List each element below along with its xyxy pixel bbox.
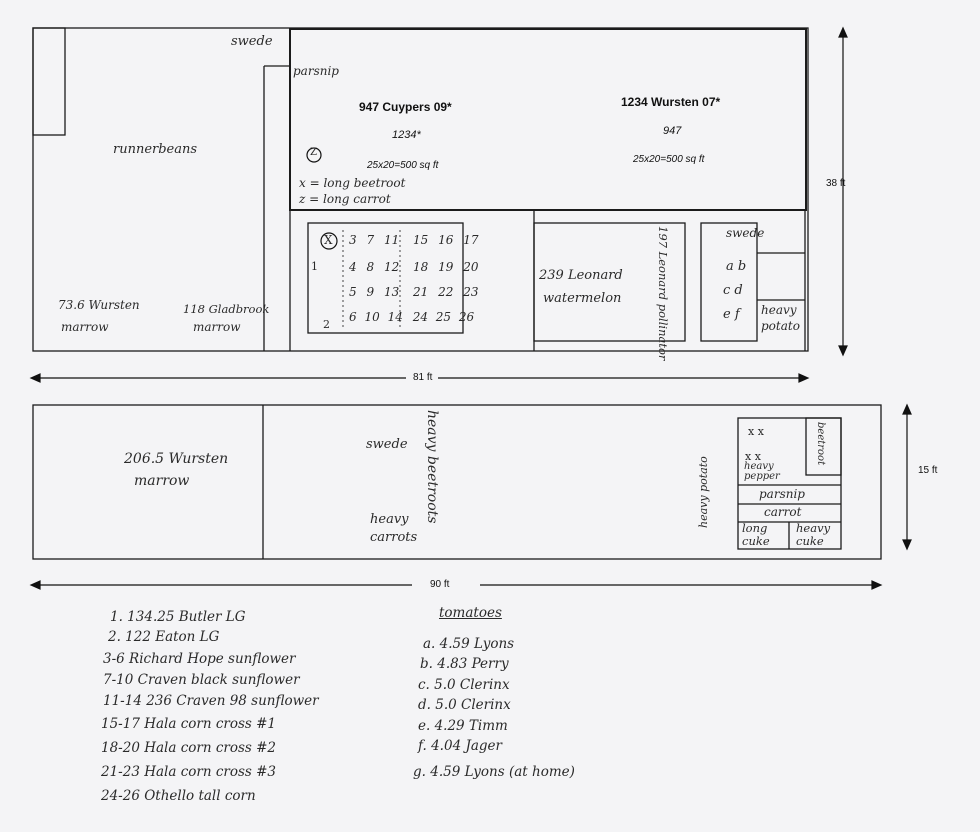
gladbrook-marrow-label: 118 Gladbrook (183, 302, 270, 316)
plot-b-sub: 947 (663, 125, 682, 137)
bottom-width-dimension: 90 ft (430, 579, 450, 590)
top-left-corner-box (32, 27, 66, 136)
legend-item: 7-10 Craven black sunflower (103, 672, 300, 688)
heavy-pepper-label: heavy (744, 461, 774, 472)
plot-b-title: 1234 Wursten 07* (621, 95, 721, 109)
gladbrook-marrow-label-2: marrow (193, 320, 241, 334)
legend-item: 11-14 236 Craven 98 sunflower (103, 693, 319, 709)
heavy-cuke-label-2: cuke (796, 534, 824, 548)
tomato-box (700, 222, 758, 342)
tomato-ef: e f (723, 307, 740, 322)
legend-item: 1. 134.25 Butler LG (110, 609, 246, 625)
wursten-marrow-label-2: marrow (61, 320, 109, 334)
legend-item: 3-6 Richard Hope sunflower (103, 651, 296, 667)
grid-row-1: 3 7 11 15 16 17 (349, 233, 479, 247)
swede-label-top: swede (231, 34, 273, 49)
legend-item: 15-17 Hala corn cross #1 (101, 716, 277, 732)
heavy-carrots-label: heavy (370, 512, 409, 527)
grid-row-2: 4 8 12 18 19 20 (349, 260, 479, 274)
heavy-cuke-label: heavy (796, 521, 831, 535)
bottom-carrot-label: carrot (764, 505, 802, 519)
heavy-pepper-label-2: pepper (744, 471, 780, 482)
legend-item: g. 4.59 Lyons (at home) (413, 764, 575, 780)
legend-item: a. 4.59 Lyons (423, 636, 515, 652)
heavy-carrots-label-2: carrots (370, 530, 418, 545)
long-cuke-label: long (742, 521, 768, 535)
beetroot-label: beetroot (815, 422, 826, 466)
wursten-marrow-label: 73.6 Wursten (58, 298, 140, 312)
swede-box-label: swede (726, 226, 765, 240)
z-key: z = long carrot (299, 192, 391, 206)
tomato-ab: a b (726, 259, 747, 274)
bottom-marrow-label-2: marrow (134, 473, 190, 489)
grid-side-1: 1 (311, 260, 318, 273)
heavy-beetroots-label: heavy beetroots (424, 410, 440, 524)
legend-item: f. 4.04 Jager (418, 738, 502, 754)
pollinator-label: 197 Leonard pollinator (656, 226, 670, 361)
top-width-dimension: 81 ft (413, 372, 433, 383)
bottom-height-dimension: 15 ft (918, 465, 938, 476)
legend-item: b. 4.83 Perry (420, 656, 509, 672)
grid-side-2: 2 (323, 318, 330, 331)
bottom-heavy-potato-label: heavy potato (697, 456, 710, 528)
parsnip-label: parsnip (293, 64, 339, 78)
heavy-potato-label: heavy (761, 303, 797, 317)
grid-row-4: 6 10 14 24 25 26 (349, 310, 475, 324)
x-marks-row-1: x x (748, 425, 764, 438)
long-cuke-label-2: cuke (742, 534, 770, 548)
corn-sunflower-grid (307, 222, 464, 334)
tomatoes-heading: tomatoes (439, 605, 502, 621)
z-mark: Z (310, 147, 317, 158)
legend-item: 24-26 Othello tall corn (101, 788, 256, 804)
plot-a-sub: 1234* (392, 129, 421, 141)
heavy-potato-label-2: potato (761, 319, 800, 333)
bottom-swede-label: swede (366, 437, 408, 452)
bottom-plot-outline (32, 404, 882, 560)
top-plot-outline (32, 27, 809, 352)
top-height-dimension: 38 ft (826, 178, 846, 189)
plot-a-title: 947 Cuypers 09* (359, 100, 452, 114)
legend-item: c. 5.0 Clerinx (418, 677, 510, 693)
runnerbeans-label: runnerbeans (113, 142, 198, 157)
legend-item: d. 5.0 Clerinx (418, 697, 511, 713)
legend-item: 21-23 Hala corn cross #3 (101, 764, 277, 780)
plot-b-size: 25x20=500 sq ft (633, 154, 705, 165)
watermelon-label-2: watermelon (543, 291, 622, 306)
watermelon-box (533, 222, 686, 342)
legend-item: e. 4.29 Timm (418, 718, 508, 734)
legend-item: 18-20 Hala corn cross #2 (101, 740, 277, 756)
x-marks-row-2: x x (745, 450, 761, 463)
bottom-marrow-label: 206.5 Wursten (124, 451, 229, 467)
legend-item: 2. 122 Eaton LG (108, 629, 220, 645)
x-key: x = long beetroot (299, 176, 406, 190)
grid-x-mark: X (324, 233, 333, 247)
grid-row-3: 5 9 13 21 22 23 (349, 285, 479, 299)
watermelon-label: 239 Leonard (539, 268, 623, 283)
tomato-cd: c d (723, 283, 743, 298)
plot-a-size: 25x20=500 sq ft (367, 160, 439, 171)
cuypers-wursten-plot (289, 28, 807, 211)
bottom-parsnip-label: parsnip (759, 487, 805, 501)
